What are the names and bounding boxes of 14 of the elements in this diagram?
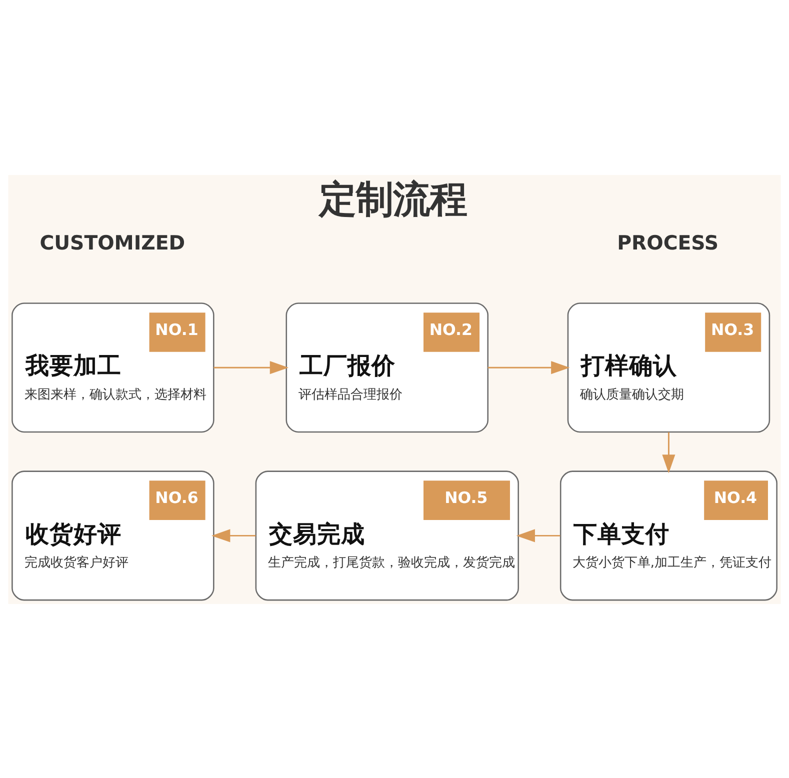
label: CUSTOMIZED xyxy=(40,231,186,254)
arrow xyxy=(212,528,256,542)
arrow xyxy=(214,360,289,374)
node-box: NO.3 打样确认 确认质量确认交期 xyxy=(567,302,770,432)
node-box: NO.2 工厂报价 评估样品合理报价 xyxy=(286,302,488,432)
node-box: NO.5 交易完成 生产完成，打尾货款，验收完成，发货完成 xyxy=(255,470,519,600)
node-box: NO.6 收货好评 完成收货客户好评 xyxy=(12,470,214,600)
label: PROCESS xyxy=(617,231,719,254)
arrow xyxy=(662,432,676,473)
arrow xyxy=(516,528,560,542)
arrow xyxy=(488,360,570,374)
diagram-title: 定制流程 xyxy=(318,176,467,220)
node-box: NO.4 下单支付 大货小货下单,加工生产，凭证支付 xyxy=(560,470,778,600)
node-box: NO.1 我要加工 来图来样，确认款式，选择材料 xyxy=(12,302,214,432)
